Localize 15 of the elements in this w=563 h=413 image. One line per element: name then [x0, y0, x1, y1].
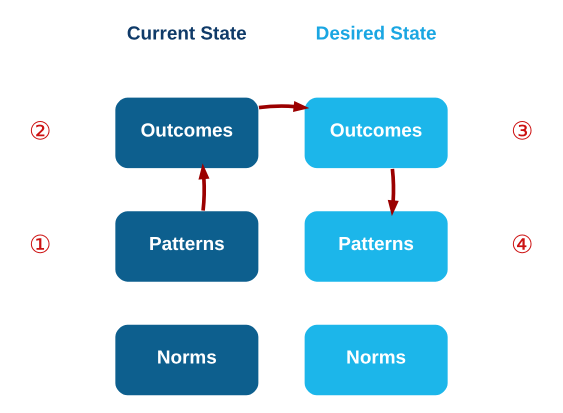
node-label: ③ [510, 117, 533, 146]
arrow [388, 168, 399, 216]
node-label: ② [29, 117, 52, 146]
node-box: Patterns [114, 210, 260, 283]
node-box: Patterns [304, 210, 449, 283]
arrow [258, 100, 310, 112]
node-box: Norms [304, 324, 449, 396]
node-label: ④ [510, 230, 533, 259]
label: Current State [126, 24, 247, 45]
node-box: Norms [114, 324, 260, 396]
arrow [198, 163, 210, 211]
node-box: Outcomes [114, 96, 260, 170]
node-label: ① [29, 230, 52, 259]
node-box: Outcomes [304, 96, 449, 170]
label: Desired State [316, 24, 437, 45]
